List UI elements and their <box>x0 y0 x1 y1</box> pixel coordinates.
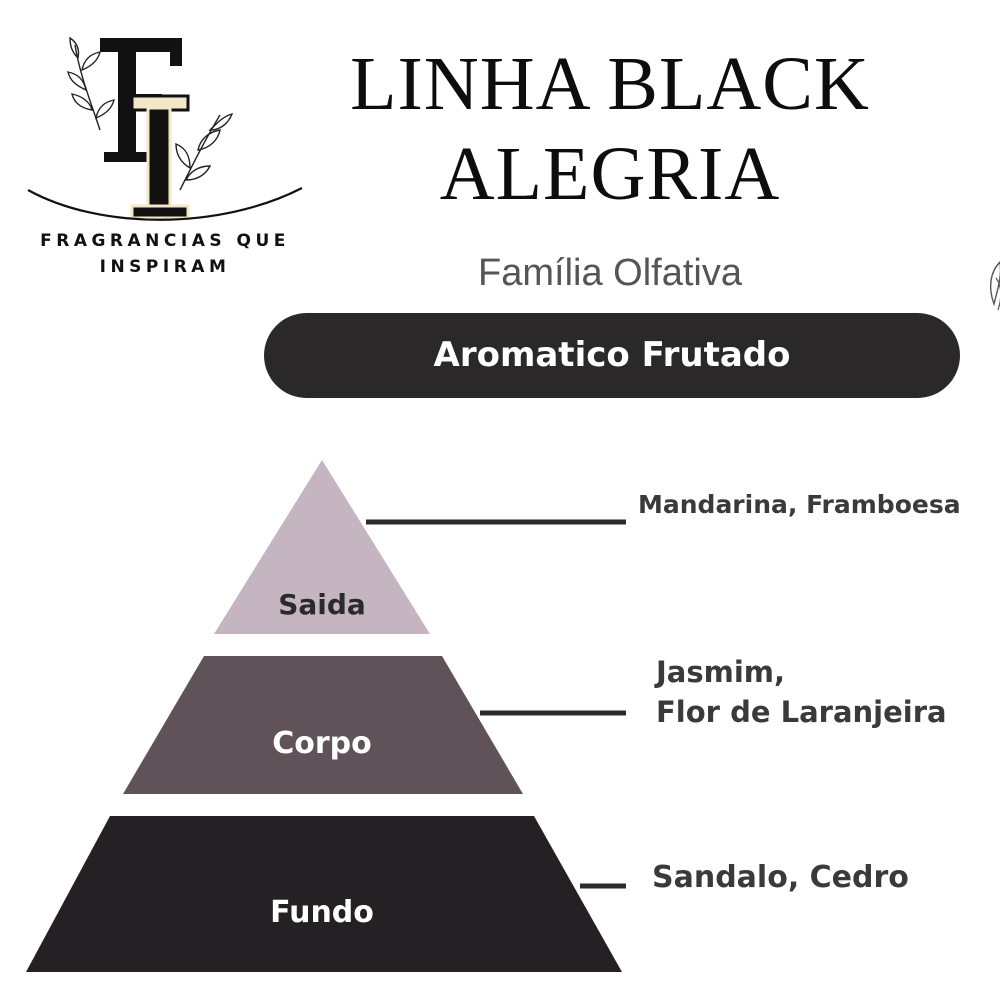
monogram-logo-icon <box>27 36 303 221</box>
brand-tagline-line2: INSPIRAM <box>99 257 231 277</box>
notes-bottom: Sandalo, Cedro <box>652 860 909 895</box>
pyramid-tier-top <box>214 460 430 634</box>
logo-swoosh <box>27 187 303 221</box>
notes-middle-line2: Flor de Laranjeira <box>656 695 947 729</box>
monogram-i <box>130 94 190 220</box>
olfactory-family-label: Família Olfativa <box>478 252 742 294</box>
page-title-line1: LINHA BLACK <box>350 42 870 126</box>
tier-label-middle: Corpo <box>272 726 372 761</box>
tier-label-bottom: Fundo <box>270 895 374 930</box>
leaf-icon <box>989 261 1000 311</box>
pyramid-tier-bottom <box>26 816 622 972</box>
leaf-branch-icon <box>175 112 234 191</box>
pyramid-tier-middle <box>123 656 523 794</box>
brand-tagline-line1: FRAGRANCIAS QUE <box>40 231 290 251</box>
tier-label-top: Saida <box>278 588 366 621</box>
page-title-line2: ALEGRIA <box>439 132 781 216</box>
olfactory-family-badge: Aromatico Frutado <box>264 313 960 398</box>
leaf-branch-icon <box>67 36 115 131</box>
notes-top: Mandarina, Framboesa <box>638 490 961 519</box>
notes-middle-line1: Jasmim, <box>656 655 786 689</box>
brand-logo <box>20 30 320 280</box>
